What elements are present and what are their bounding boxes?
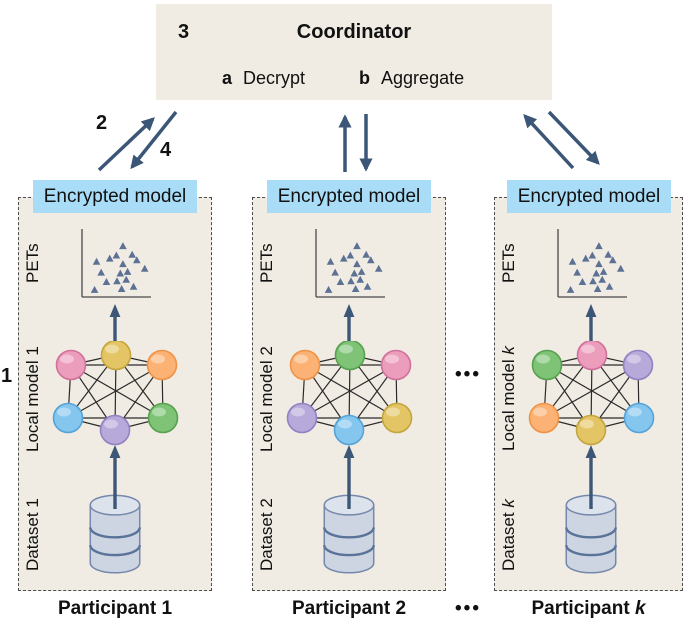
participant-name: Participant k (531, 598, 646, 619)
step-1-label: 1 (1, 365, 13, 387)
coordinator-title: Coordinator (296, 21, 412, 43)
participant-name: Participant 1 (57, 598, 173, 619)
encrypted-model-badge: Encrypted model (267, 180, 431, 213)
coordinator-operations: a Decrypt b Aggregate (222, 68, 464, 89)
model-to-pets-arrow (343, 304, 355, 344)
participants-ellipsis-mid: ••• (455, 364, 481, 385)
dataset-label: Dataset 1 (23, 498, 42, 572)
participant-2-section: Encrypted model PETs Local model 2 Datas… (252, 180, 446, 627)
participant-name: Participant 2 (291, 598, 407, 619)
coordinator-box: 3 Coordinator a Decrypt b Aggregate (156, 4, 552, 100)
step-4-label: 4 (160, 139, 172, 161)
encrypted-model-label: Encrypted model (43, 185, 187, 207)
arrow-pk-upload (523, 114, 575, 170)
aggregate-label: Aggregate (381, 68, 465, 88)
dataset-database-icon (323, 494, 375, 574)
encrypted-model-badge: Encrypted model (33, 180, 197, 213)
step-3-label: 3 (178, 21, 190, 43)
decrypt-label: Decrypt (243, 68, 306, 88)
step-2-label: 2 (96, 112, 108, 134)
pets-scatter-chart (557, 229, 627, 298)
model-to-pets-arrow (109, 304, 121, 344)
dataset-to-model-arrow (109, 445, 121, 509)
local-model-network (528, 341, 655, 446)
participants-ellipsis-bottom: ••• (455, 598, 481, 619)
encrypted-model-badge: Encrypted model (507, 180, 671, 213)
arrow-pk-download (547, 110, 600, 165)
aggregate-operation: b Aggregate (359, 68, 464, 89)
participant-k-section: Encrypted model PETs Local model k Datas… (494, 180, 683, 627)
encrypted-model-label: Encrypted model (277, 185, 421, 207)
local-model-network (286, 341, 413, 446)
decrypt-operation: a Decrypt (222, 68, 305, 89)
decrypt-key-label: a (222, 68, 233, 88)
dataset-to-model-arrow (343, 445, 355, 509)
dataset-label: Dataset 2 (257, 498, 276, 572)
participant-1-section: Encrypted model PETs Local model 1 Datas… (18, 180, 212, 627)
encrypted-model-label: Encrypted model (517, 185, 661, 207)
local-model-network (52, 341, 179, 446)
pets-scatter-chart (315, 229, 385, 298)
dataset-to-model-arrow (585, 445, 597, 509)
aggregate-key-label: b (359, 68, 371, 88)
pets-scatter-chart (81, 229, 151, 298)
dataset-label: Dataset k (499, 499, 518, 571)
model-to-pets-arrow (585, 304, 597, 344)
